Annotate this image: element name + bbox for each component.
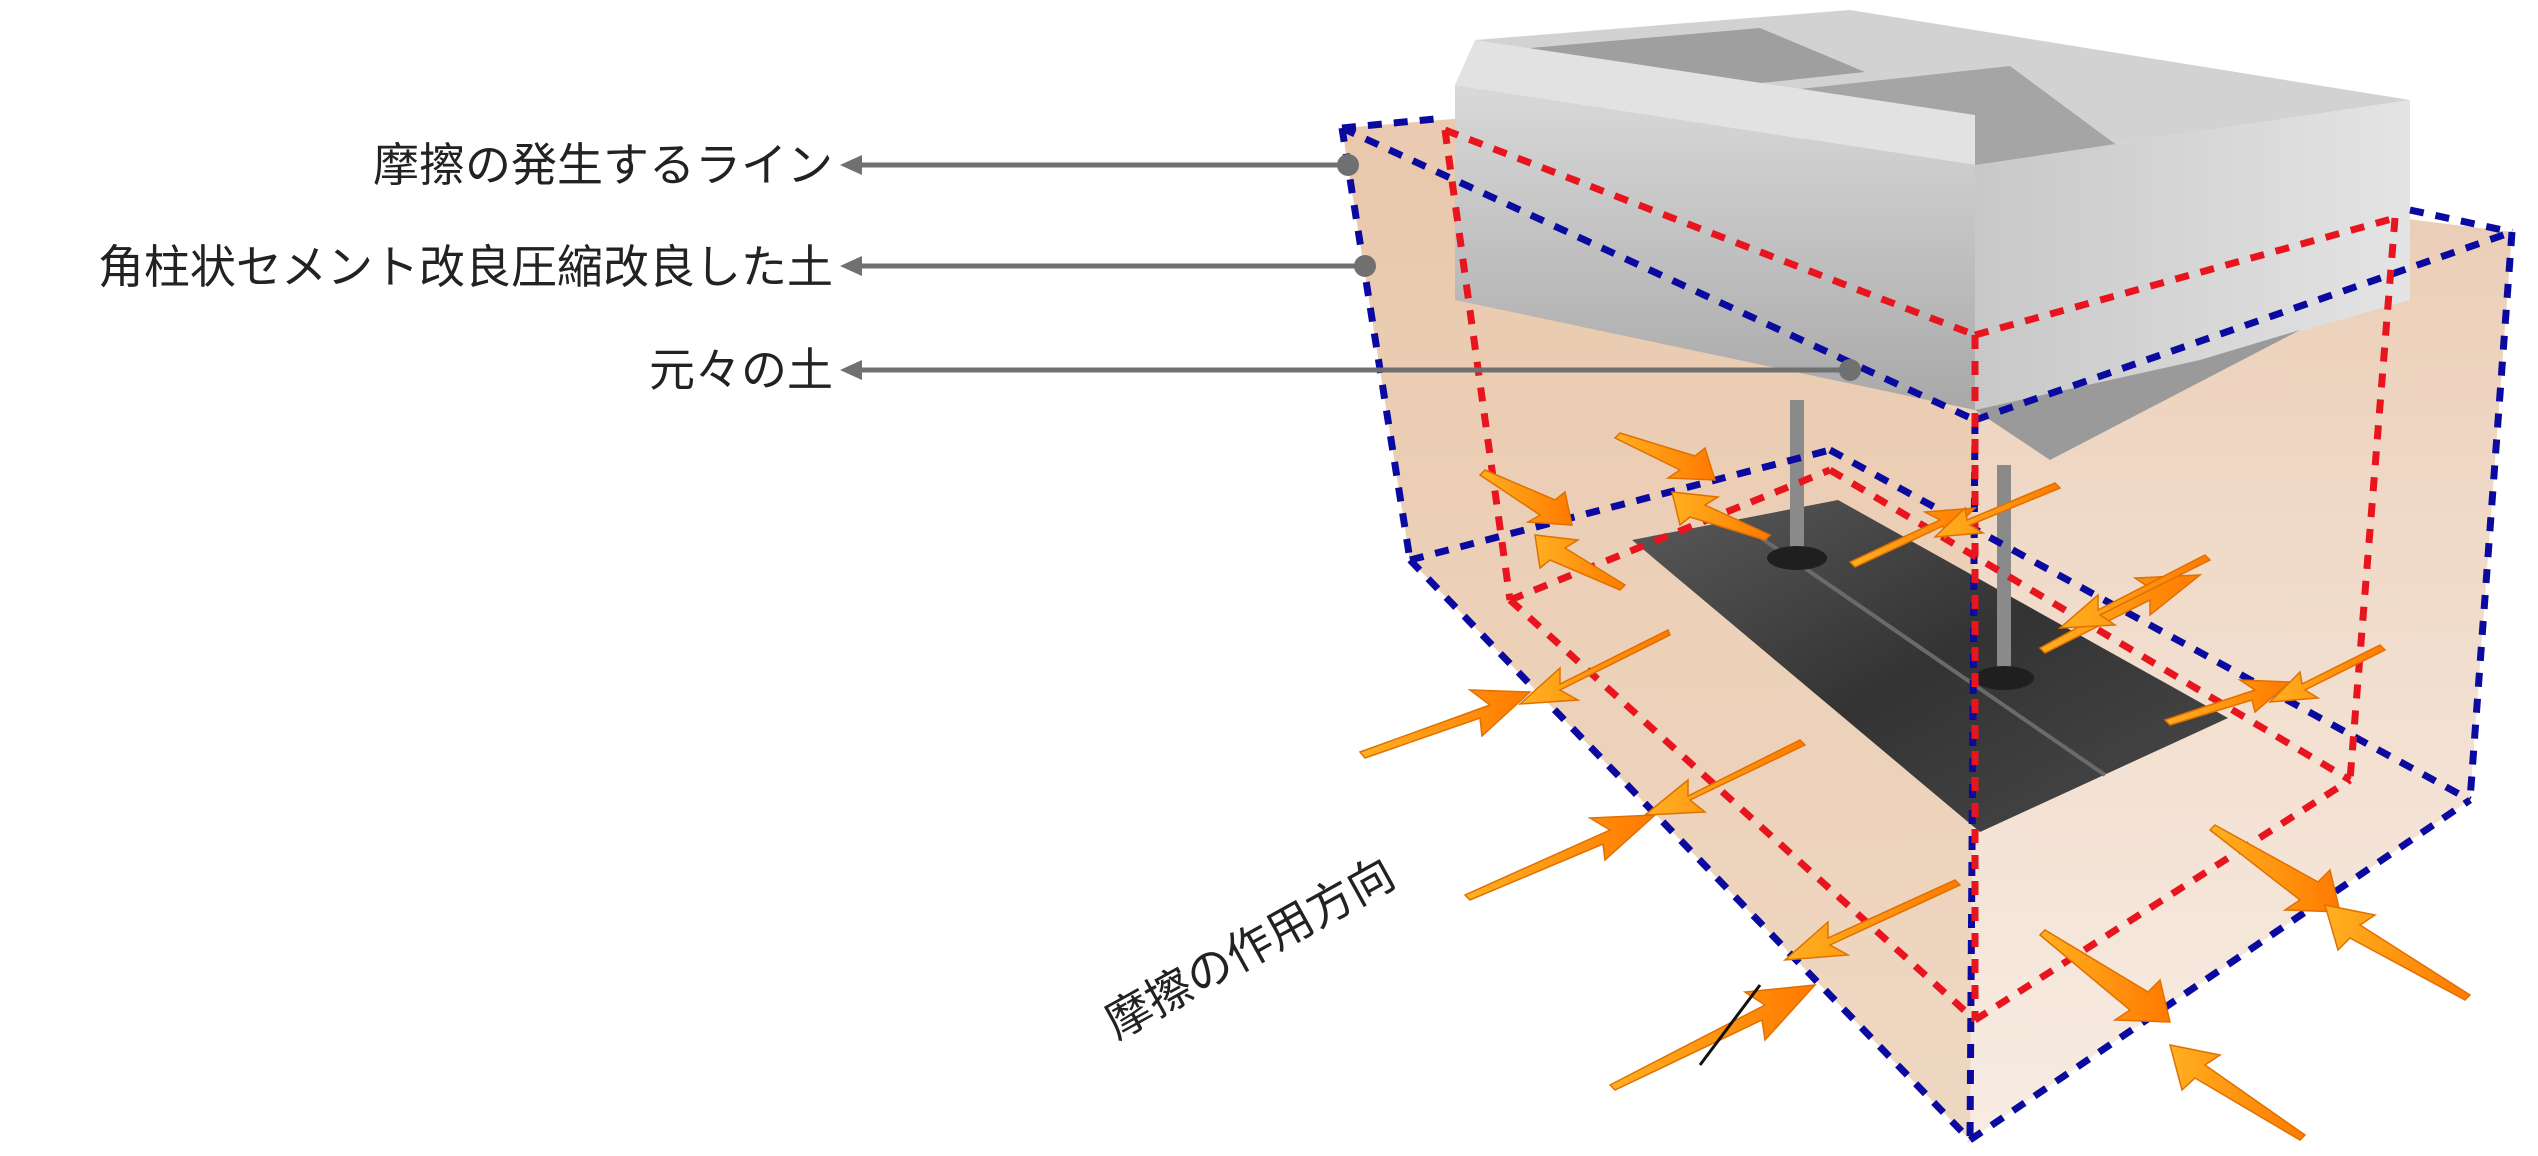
orange-arrow-icon bbox=[2268, 644, 2387, 703]
orange-arrow-icon bbox=[1463, 814, 1658, 901]
concrete-block bbox=[1455, 10, 2410, 460]
orange-arrow-icon bbox=[1517, 628, 1671, 705]
orange-arrow-icon bbox=[1932, 482, 2062, 538]
friction-arrows bbox=[1358, 432, 2472, 1141]
orange-arrow-icon bbox=[1613, 432, 1717, 481]
improved-soil-boundary bbox=[1338, 114, 2516, 1143]
orange-arrow-icon bbox=[2038, 929, 2171, 1023]
friction-line-label: 摩擦の発生するライン bbox=[373, 138, 833, 192]
leader-lines bbox=[840, 154, 1861, 1066]
orange-arrow-icon bbox=[2057, 554, 2212, 629]
orange-arrow-icon bbox=[2208, 824, 2341, 913]
orange-arrow-icon bbox=[1642, 739, 1807, 816]
orange-arrow-icon bbox=[1534, 534, 1627, 591]
dot-icon bbox=[1337, 154, 1359, 176]
orange-arrow-icon bbox=[2163, 679, 2292, 726]
dot-icon bbox=[1354, 255, 1376, 277]
orange-arrow-icon bbox=[2323, 904, 2472, 1001]
orange-arrow-icon bbox=[1782, 879, 1962, 961]
improved-soil-label: 角柱状セメント改良圧縮改良した土 bbox=[97, 240, 833, 294]
orange-arrow-icon bbox=[2168, 1044, 2307, 1141]
orange-arrow-icon bbox=[1358, 689, 1532, 759]
orange-arrow-icon bbox=[1608, 984, 1817, 1091]
original-soil-label: 元々の土 bbox=[649, 343, 833, 397]
orange-arrow-icon bbox=[1478, 469, 1573, 526]
orange-arrow-icon bbox=[1671, 491, 1772, 541]
dot-icon bbox=[1839, 359, 1861, 381]
anchor-rods bbox=[1767, 400, 2034, 690]
